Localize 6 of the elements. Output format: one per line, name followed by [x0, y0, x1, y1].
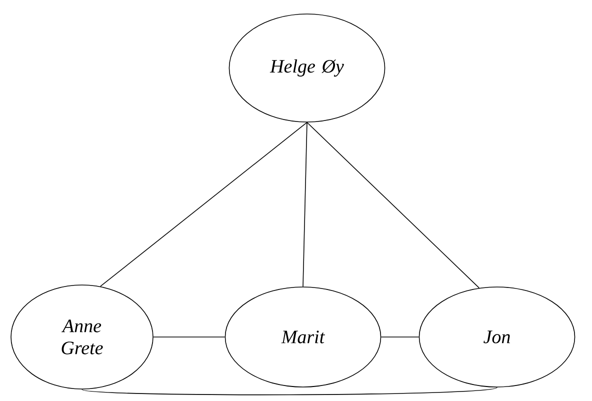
connector-line	[302, 122, 308, 287]
connector-line	[100, 122, 308, 287]
connector-line	[380, 336, 420, 338]
connector-line	[82, 386, 498, 396]
connector-line	[153, 336, 226, 338]
connector-line	[306, 122, 480, 288]
